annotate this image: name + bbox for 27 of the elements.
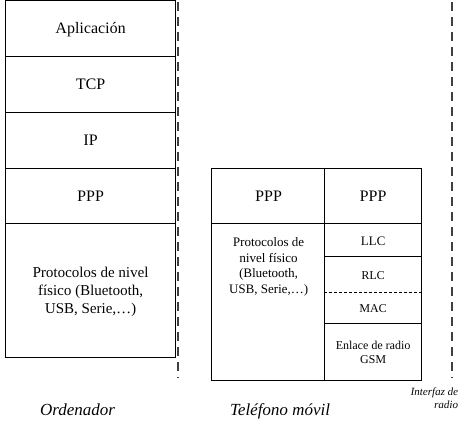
layer-label: IP xyxy=(83,131,98,151)
layer-box xyxy=(5,112,176,170)
layer-label: MAC xyxy=(359,301,387,316)
protocol-box xyxy=(5,223,176,358)
layer-box xyxy=(324,323,422,381)
layer-box xyxy=(324,292,422,325)
layer-label: RLC xyxy=(361,268,385,282)
device-label: Interfaz de radio xyxy=(410,386,458,412)
layer-label: PPP xyxy=(360,186,386,206)
layer-label: Protocolos de nivel físico (Bluetooth, USB, Serie,…) xyxy=(32,264,150,318)
layer-label: TCP xyxy=(76,75,106,95)
layer-box xyxy=(324,256,422,293)
layer-box xyxy=(5,56,176,114)
layer-box xyxy=(324,168,422,225)
protocol-box xyxy=(211,223,326,381)
layer-label: Aplicación xyxy=(55,19,126,39)
layer-label: Enlace de radio GSM xyxy=(334,338,412,366)
device-label: Teléfono móvil xyxy=(230,400,330,420)
layer-box xyxy=(5,168,176,225)
layer-label: PPP xyxy=(255,186,282,206)
layer-label: LLC xyxy=(360,232,386,248)
layer-label: Protocolos de nivel físico (Bluetooth, USB, Serie,…) xyxy=(228,234,310,296)
layer-box xyxy=(211,168,326,225)
layer-label: PPP xyxy=(77,186,104,206)
layer-box xyxy=(5,0,176,58)
device-label: Ordenador xyxy=(40,400,115,420)
layer-box xyxy=(324,223,422,258)
